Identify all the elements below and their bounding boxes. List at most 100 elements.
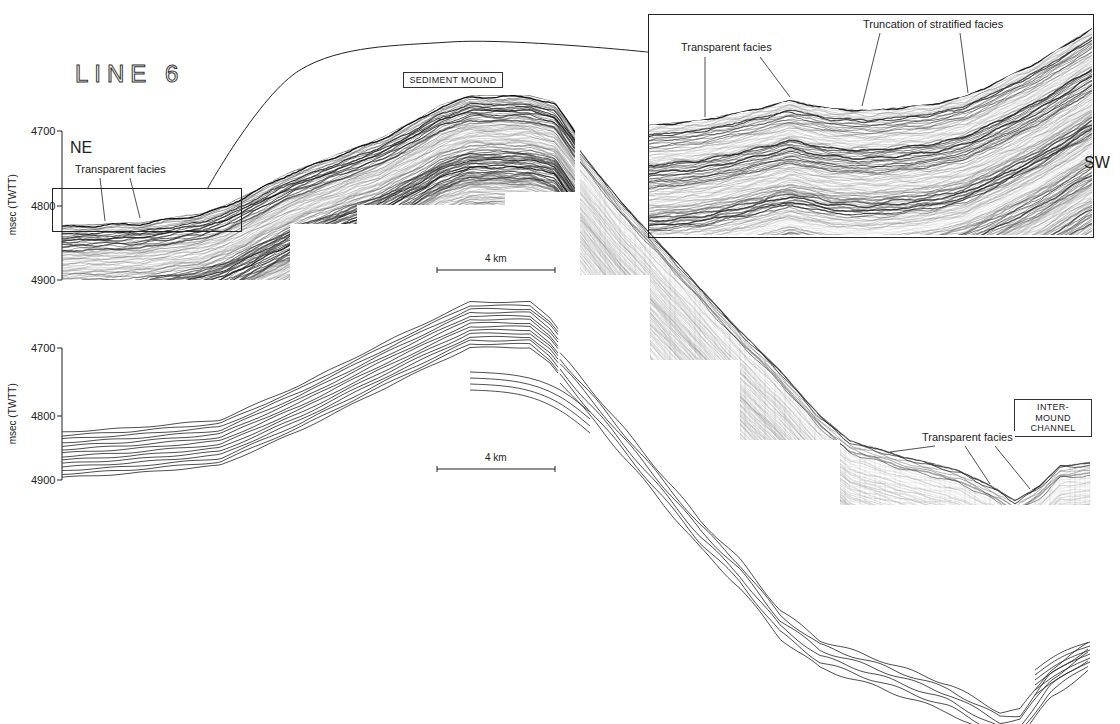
seismic-trace	[985, 140, 986, 510]
seismic-reflector	[62, 265, 575, 397]
axis-tick	[57, 206, 62, 207]
seismic-reflector	[62, 267, 575, 398]
axis-tick-label: 4700	[31, 125, 55, 138]
interpreted-reflector	[62, 333, 558, 463]
seismic-reflector	[648, 202, 1092, 299]
annotation-label: Truncation of stratified facies	[863, 18, 1003, 31]
seismic-reflector	[580, 271, 1090, 622]
seismic-trace	[625, 140, 626, 510]
seismic-reflector	[62, 197, 575, 328]
seismic-reflector	[62, 213, 575, 345]
seismic-reflector	[62, 231, 575, 363]
seismic-trace	[785, 140, 786, 510]
axis-tick-label: 4900	[31, 274, 55, 287]
seismic-trace	[665, 140, 666, 510]
seismic-reflector	[62, 275, 575, 407]
annotation-label: Transparent facies	[681, 41, 772, 54]
seismic-trace	[595, 140, 596, 510]
seismic-reflector	[580, 187, 1090, 537]
seismic-reflector	[62, 95, 575, 225]
seismic-reflector	[62, 173, 575, 304]
seismic-reflector	[648, 224, 1092, 321]
seismic-reflector	[648, 192, 1092, 290]
annotation-label: Transparent facies	[920, 431, 1015, 444]
seismic-reflector	[648, 167, 1092, 264]
scale-label: 4 km	[485, 253, 507, 265]
seismic-reflector	[580, 194, 1090, 544]
seismic-reflector	[648, 234, 1092, 331]
seismic-reflector	[648, 192, 1092, 289]
seismic-reflector	[580, 210, 1090, 561]
direction-label: SW	[1084, 154, 1110, 172]
seismic-reflector	[62, 269, 575, 400]
axis-tick-label: 4800	[31, 200, 55, 213]
seismic-reflector	[580, 189, 1090, 540]
seismic-reflector	[648, 216, 1092, 313]
seismic-reflector	[648, 201, 1092, 297]
seismic-reflector	[62, 255, 575, 386]
seismic-reflector	[580, 212, 1090, 562]
seismic-reflector	[580, 274, 1090, 624]
seismic-reflector	[62, 185, 575, 316]
seismic-reflector	[62, 216, 575, 348]
leader-line	[130, 178, 140, 218]
seismic-reflector	[62, 217, 575, 348]
seismic-reflector	[580, 198, 1090, 547]
box-label: INTER-MOUND CHANNEL	[1020, 402, 1086, 434]
seismic-reflector	[580, 269, 1090, 620]
inset-panel: Transparent facies Truncation of stratifi…	[648, 14, 1094, 238]
axis-tick	[57, 348, 62, 349]
figure-title: LINE 6	[75, 60, 184, 88]
seismic-reflector	[648, 133, 1092, 230]
seismic-reflector	[62, 187, 575, 319]
seismic-reflector	[648, 207, 1092, 304]
seismic-reflector	[648, 99, 1092, 195]
axis-tick	[57, 416, 62, 417]
seismic-reflector	[648, 115, 1092, 212]
interpreted-reflector	[62, 343, 558, 474]
seismic-reflector	[580, 203, 1090, 553]
seismic-reflector	[648, 228, 1092, 326]
seismic-reflector	[62, 258, 575, 389]
seismic-reflector	[62, 249, 575, 380]
seismic-reflector	[648, 231, 1092, 328]
seismic-reflector	[62, 189, 575, 320]
seismic-reflector	[62, 273, 575, 405]
channel-fill	[1035, 654, 1090, 685]
seismic-reflector	[62, 245, 575, 376]
seismic-trace	[635, 140, 636, 510]
seismic-reflector	[580, 219, 1090, 569]
seismic-reflector	[62, 226, 575, 358]
seismic-trace	[1050, 140, 1051, 510]
seismic-reflector	[580, 202, 1090, 551]
seismic-reflector	[62, 270, 575, 401]
seismic-trace	[600, 140, 601, 510]
seismic-reflector	[62, 223, 575, 355]
seismic-trace	[660, 140, 661, 510]
seismic-reflector	[62, 199, 575, 331]
seismic-reflector	[62, 254, 575, 385]
seismic-trace	[685, 140, 686, 510]
seismic-reflector	[62, 104, 575, 235]
seismic-trace	[940, 140, 941, 510]
axis-tick-label: 4700	[31, 342, 55, 355]
axis-tick	[57, 480, 62, 481]
interpreted-reflector	[560, 374, 1088, 724]
seismic-trace	[890, 140, 891, 510]
channel-fill	[1035, 646, 1090, 675]
seismic-reflector	[62, 126, 575, 257]
seismic-reflector	[62, 276, 575, 408]
box-label: SEDIMENT MOUND	[409, 75, 496, 86]
seismic-trace	[615, 140, 616, 510]
seismic-reflector	[648, 212, 1092, 309]
annotation-label: Transparent facies	[75, 163, 166, 176]
seismic-reflector	[62, 204, 575, 336]
seismic-reflector	[580, 277, 1090, 627]
scale-label: 4 km	[485, 452, 507, 464]
leader-curve	[208, 41, 648, 188]
seismic-reflector	[648, 159, 1092, 255]
seismic-reflector	[648, 48, 1092, 147]
leader-line	[995, 446, 1030, 489]
